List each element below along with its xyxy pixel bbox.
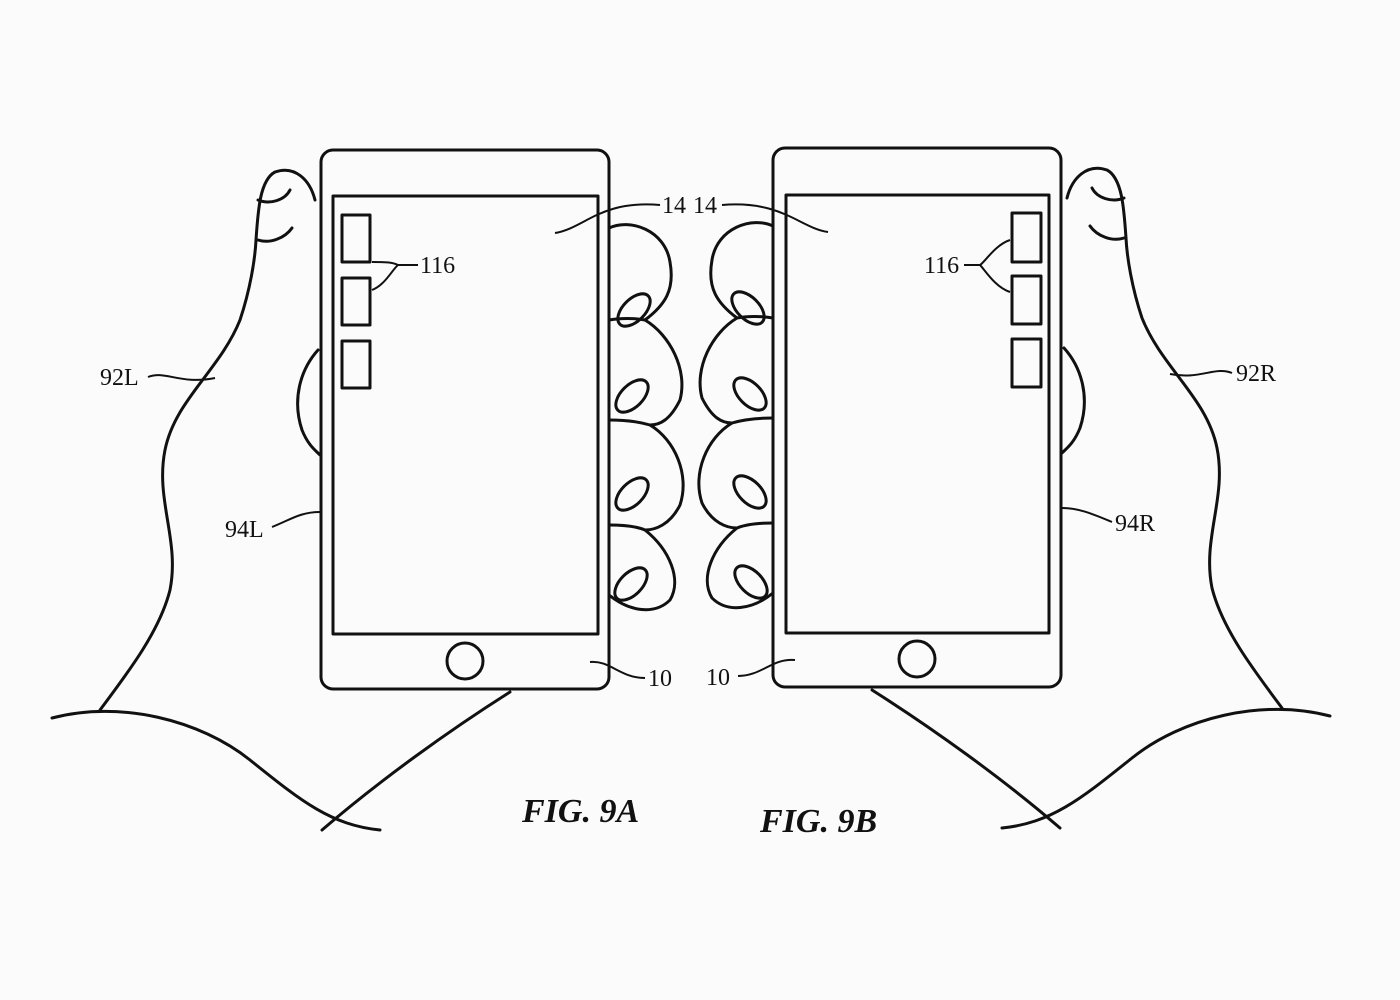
- figure-caption: FIG. 9A: [521, 793, 639, 830]
- icon-box: [1010, 274, 1043, 326]
- icon-box: [1010, 337, 1043, 389]
- device-body: [319, 148, 611, 691]
- right-hand: [697, 166, 1332, 830]
- label-94r: 94R: [1115, 511, 1155, 537]
- label-92l: 92L: [100, 365, 139, 391]
- icon-box: [340, 339, 372, 390]
- label-10: 10: [648, 666, 672, 692]
- label-116: 116: [420, 253, 455, 279]
- label-116: 116: [924, 253, 959, 279]
- figure-9a: 14 116 92L 94L 10 FIG. 9A: [50, 148, 686, 832]
- figure-9b: 14 116 92R 94R 10 FIG. 9B: [693, 146, 1332, 840]
- label-14: 14: [662, 193, 686, 219]
- label-94l: 94L: [225, 517, 264, 543]
- label-92r: 92R: [1236, 361, 1276, 387]
- display: [784, 193, 1051, 635]
- icon-box: [340, 276, 372, 327]
- home-button: [897, 639, 937, 679]
- label-14: 14: [693, 193, 717, 219]
- label-10: 10: [706, 665, 730, 691]
- icon-box: [340, 213, 372, 264]
- icon-box: [1010, 211, 1043, 264]
- figure-caption: FIG. 9B: [759, 803, 877, 840]
- left-hand: [50, 168, 685, 832]
- device-body: [771, 146, 1063, 689]
- display: [331, 194, 600, 636]
- home-button: [445, 641, 485, 681]
